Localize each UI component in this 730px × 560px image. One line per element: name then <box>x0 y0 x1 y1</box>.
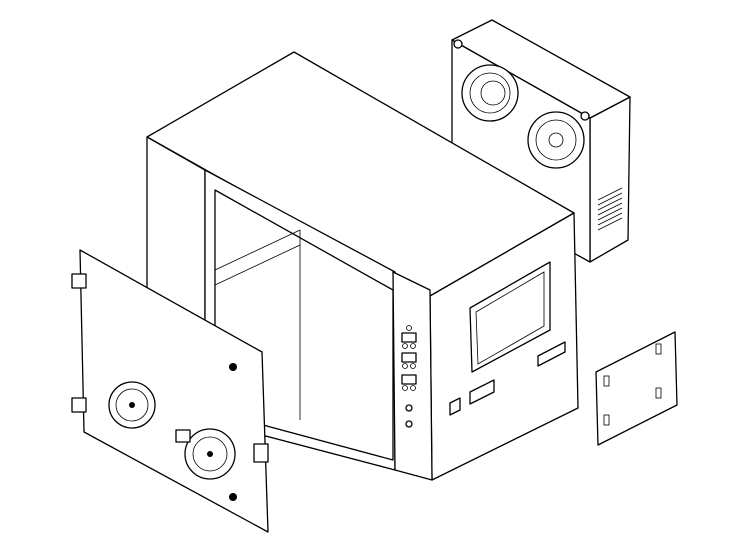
fan-icon <box>461 64 519 122</box>
switch <box>449 397 461 416</box>
hinge <box>71 397 87 413</box>
vent-grille <box>597 187 623 231</box>
cabinet <box>146 51 579 481</box>
latch <box>175 429 191 443</box>
fan-icon <box>184 428 236 480</box>
front-door-panel <box>71 249 269 533</box>
side-cover-plate <box>595 331 678 446</box>
side-window <box>469 261 551 373</box>
side-slot <box>537 341 566 367</box>
hinge <box>71 273 87 289</box>
fan-icon <box>527 111 585 169</box>
control-panel <box>401 325 417 428</box>
side-slot <box>469 379 495 405</box>
fan-icon <box>108 381 156 429</box>
latch <box>253 443 269 463</box>
